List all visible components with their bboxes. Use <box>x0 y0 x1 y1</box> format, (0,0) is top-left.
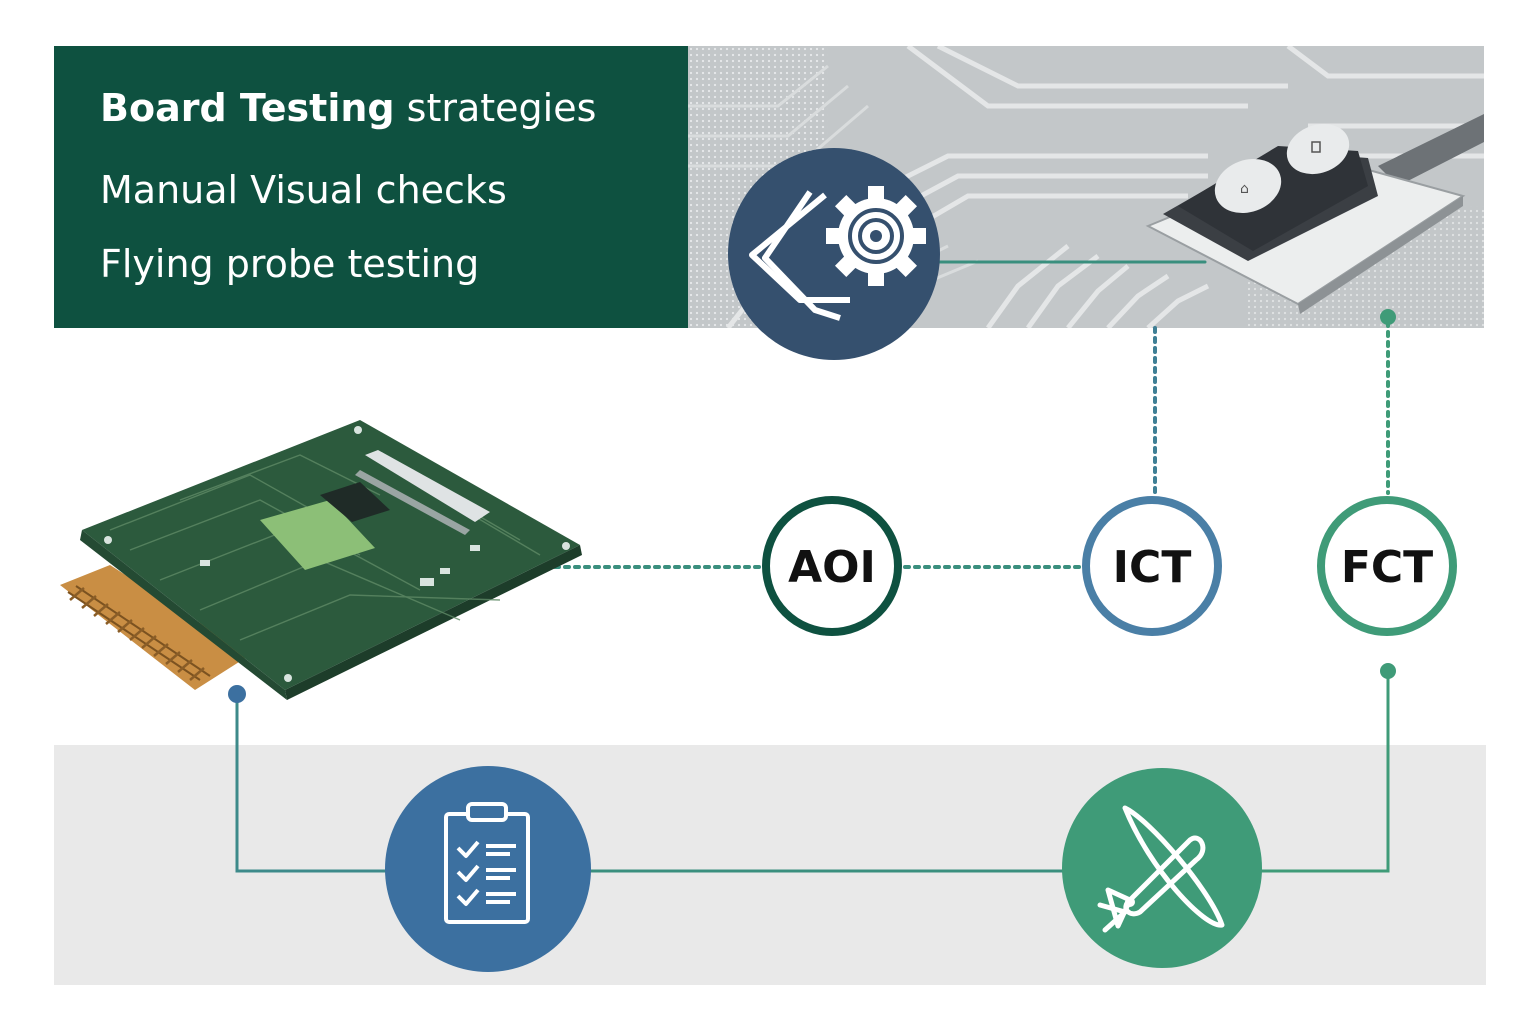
node-ict-ring <box>1082 496 1222 636</box>
clipboard-checklist-icon <box>385 766 591 972</box>
panel-line-manual-visual: Manual Visual checks <box>100 168 507 212</box>
panel-line-flying-probe: Flying probe testing <box>100 242 480 286</box>
connector-airplane-to-fct <box>1256 670 1390 873</box>
gold-edge-connector <box>60 565 250 690</box>
node-aoi-label: AOI <box>788 542 876 593</box>
title-panel: Board Testing strategies Manual Visual c… <box>54 46 688 328</box>
node-ict: ICT <box>1082 496 1222 636</box>
connector-dot <box>1380 309 1396 325</box>
node-aoi-ring <box>762 496 902 636</box>
node-fct: FCT <box>1317 496 1457 636</box>
connector-board-to-clipboard <box>235 692 392 873</box>
connector-dot <box>1380 663 1396 679</box>
connector-dot <box>228 685 246 703</box>
airplane-icon <box>1062 768 1262 968</box>
node-fct-label: FCT <box>1341 542 1433 593</box>
node-aoi: AOI <box>762 496 902 636</box>
panel-title: Board Testing strategies <box>100 86 597 130</box>
node-ict-label: ICT <box>1113 542 1192 593</box>
node-fct-ring <box>1317 496 1457 636</box>
design-gear-icon <box>728 148 940 360</box>
pcb-board-illustration <box>60 420 582 700</box>
svg-text:⌂: ⌂ <box>1240 181 1249 197</box>
